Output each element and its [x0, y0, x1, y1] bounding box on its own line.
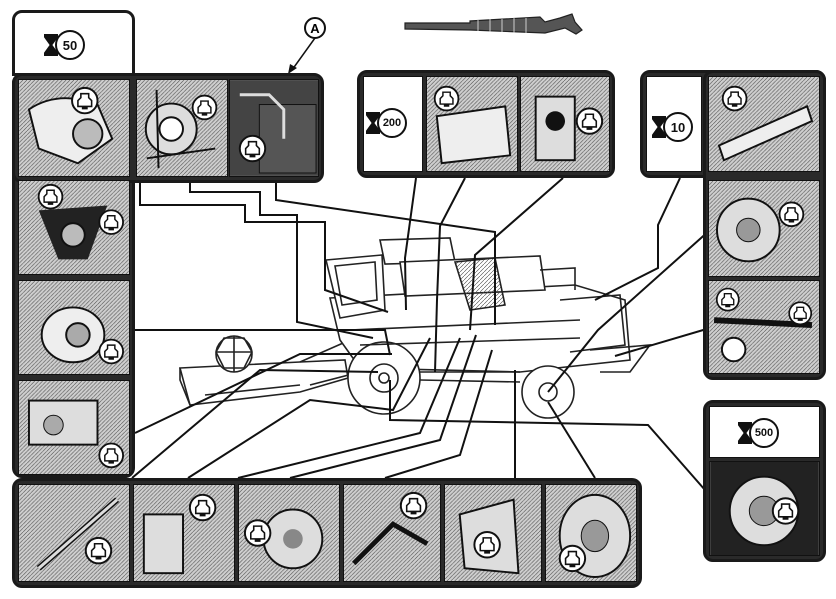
hourglass-icon [366, 112, 380, 134]
lube-point-feeder-chain [18, 180, 130, 275]
lube-point-tie-rod [708, 280, 820, 374]
lube-point-wheel-hub-bearing [709, 461, 820, 556]
lube-point-grain-tank-auger [426, 76, 518, 172]
connector-lines [131, 177, 711, 491]
lube-point-steering-knuckle [708, 180, 820, 277]
grease-gun-icon [404, 13, 583, 35]
reference-arrow [291, 37, 316, 71]
lube-point-pivot-arm [343, 484, 441, 582]
lube-point-frame-bracket [133, 484, 235, 582]
lube-point-tube-fitting [229, 79, 319, 177]
lube-point-lift-cylinder [18, 484, 130, 582]
interval-200h: 200 [366, 108, 407, 138]
interval-50h: 50 [44, 30, 85, 60]
hourglass-icon [652, 116, 666, 138]
interval-10h: 10 [652, 112, 693, 142]
lube-point-pulley [18, 280, 130, 375]
lube-point-drive-sprocket [238, 484, 340, 582]
hourglass-icon [44, 34, 58, 56]
interval-200h-number: 200 [377, 108, 407, 138]
lube-point-unloading-bearing [520, 76, 610, 172]
interval-500h-number: 500 [749, 418, 779, 448]
reference-label-a: A [304, 17, 326, 39]
lube-point-hydraulic-block [18, 380, 130, 475]
lube-point-reel-drive [136, 79, 228, 177]
lube-point-front-gearbox [18, 79, 130, 177]
interval-50h-number: 50 [55, 30, 85, 60]
interval-10h-number: 10 [663, 112, 693, 142]
lube-point-wheel-hub [545, 484, 637, 582]
combine-harvester-illustration [178, 237, 652, 419]
lube-point-rear-axle-pivot [708, 76, 820, 172]
interval-500h: 500 [738, 418, 779, 448]
lube-point-cylinder-mount [444, 484, 542, 582]
hourglass-icon [738, 422, 752, 444]
